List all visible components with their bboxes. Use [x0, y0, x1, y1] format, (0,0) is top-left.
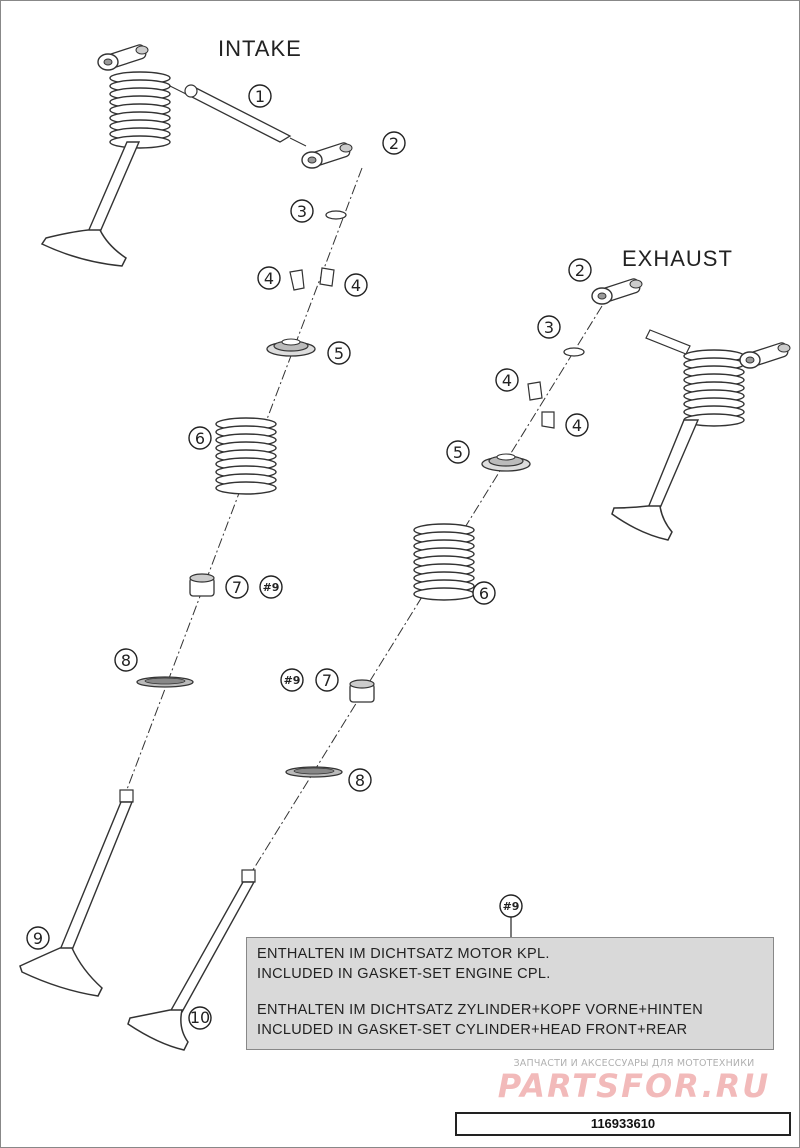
watermark: ЗАПЧАСТИ И АКСЕССУАРЫ ДЛЯ МОТОТЕХНИКИ PA…: [484, 1058, 784, 1103]
exhaust-collet-top: [527, 381, 543, 401]
callout-7-exhaust: 7: [315, 668, 339, 692]
svg-text:8: 8: [121, 651, 131, 670]
svg-text:1: 1: [255, 87, 265, 106]
callout-8-intake: 8: [114, 648, 138, 672]
exhaust-valve-spring: [413, 523, 475, 601]
intake-collet-right: [319, 267, 335, 287]
callout-9: 9: [26, 926, 50, 950]
svg-text:#9: #9: [284, 674, 301, 687]
callout-4-intake-left: 4: [257, 266, 281, 290]
intake-rocker-arm: [301, 140, 353, 169]
intake-assembled-valve: [40, 42, 171, 267]
callout-3-intake: 3: [290, 199, 314, 223]
callout-7-intake: 7: [225, 575, 249, 599]
exhaust-assembled-valve: [611, 329, 791, 541]
note-line-2: INCLUDED IN GASKET-SET ENGINE CPL.: [257, 966, 551, 982]
callout-4-exhaust-right: 4: [565, 413, 589, 437]
svg-text:5: 5: [334, 344, 344, 363]
intake-valve-cap: [325, 210, 347, 220]
intake-spring-retainer: [266, 338, 316, 357]
callout-4-exhaust-left: 4: [495, 368, 519, 392]
note-line-4: INCLUDED IN GASKET-SET CYLINDER+HEAD FRO…: [257, 1022, 688, 1038]
svg-text:3: 3: [544, 318, 554, 337]
watermark-tagline: ЗАПЧАСТИ И АКСЕССУАРЫ ДЛЯ МОТОТЕХНИКИ: [513, 1058, 755, 1069]
svg-text:4: 4: [351, 276, 361, 295]
note-ref-mark: #9: [499, 894, 523, 937]
callout-10: 10: [188, 1006, 212, 1030]
callout-6-exhaust: 6: [472, 581, 496, 605]
exhaust-rocker-arm: [591, 276, 643, 305]
note-line-1: ENTHALTEN IM DICHTSATZ MOTOR KPL.: [257, 946, 550, 962]
exhaust-valve-cap: [563, 347, 585, 357]
svg-text:6: 6: [195, 429, 205, 448]
exhaust-valve-stem-seal: [349, 679, 375, 703]
callout-1: 1: [248, 84, 272, 108]
callout-8-exhaust: 8: [348, 768, 372, 792]
ref-mark-9-exhaust: #9: [280, 668, 304, 692]
callout-6-intake: 6: [188, 426, 212, 450]
svg-text:2: 2: [575, 261, 585, 280]
svg-text:4: 4: [572, 416, 582, 435]
note-line-3: ENTHALTEN IM DICHTSATZ ZYLINDER+KOPF VOR…: [257, 1002, 703, 1018]
ref-mark-9-intake: #9: [259, 575, 283, 599]
callout-5-exhaust: 5: [446, 440, 470, 464]
svg-text:9: 9: [33, 929, 43, 948]
gasket-set-note: ENTHALTEN IM DICHTSATZ MOTOR KPL. INCLUD…: [246, 937, 774, 1050]
svg-text:10: 10: [190, 1008, 210, 1027]
intake-valve-spring: [215, 417, 277, 495]
intake-spring-seat-washer: [136, 676, 194, 688]
exhaust-spring-retainer: [481, 453, 531, 472]
svg-text:7: 7: [322, 671, 332, 690]
callout-4-intake-right: 4: [344, 273, 368, 297]
intake-valve-stem-seal: [189, 573, 215, 597]
svg-text:#9: #9: [503, 900, 520, 913]
svg-text:8: 8: [355, 771, 365, 790]
svg-text:4: 4: [502, 371, 512, 390]
svg-text:#9: #9: [263, 581, 280, 594]
svg-text:5: 5: [453, 443, 463, 462]
watermark-brand: PARTSFOR.RU: [497, 1067, 771, 1105]
svg-text:6: 6: [479, 584, 489, 603]
intake-title: INTAKE: [218, 36, 302, 61]
svg-text:7: 7: [232, 578, 242, 597]
document-id: 116933610: [455, 1112, 791, 1136]
intake-valve: [19, 789, 134, 997]
callout-2-intake: 2: [382, 131, 406, 155]
exhaust-title: EXHAUST: [622, 246, 733, 271]
callout-5-intake: 5: [327, 341, 351, 365]
intake-collet-left: [289, 269, 305, 291]
rocker-shaft: [169, 84, 307, 147]
svg-text:3: 3: [297, 202, 307, 221]
svg-text:4: 4: [264, 269, 274, 288]
callout-2-exhaust: 2: [568, 258, 592, 282]
exhaust-collet-bottom: [541, 411, 555, 429]
callout-3-exhaust: 3: [537, 315, 561, 339]
svg-text:2: 2: [389, 134, 399, 153]
exhaust-spring-seat-washer: [285, 766, 343, 778]
exhaust-axis: [247, 305, 603, 879]
exhaust-valve: [127, 869, 256, 1051]
